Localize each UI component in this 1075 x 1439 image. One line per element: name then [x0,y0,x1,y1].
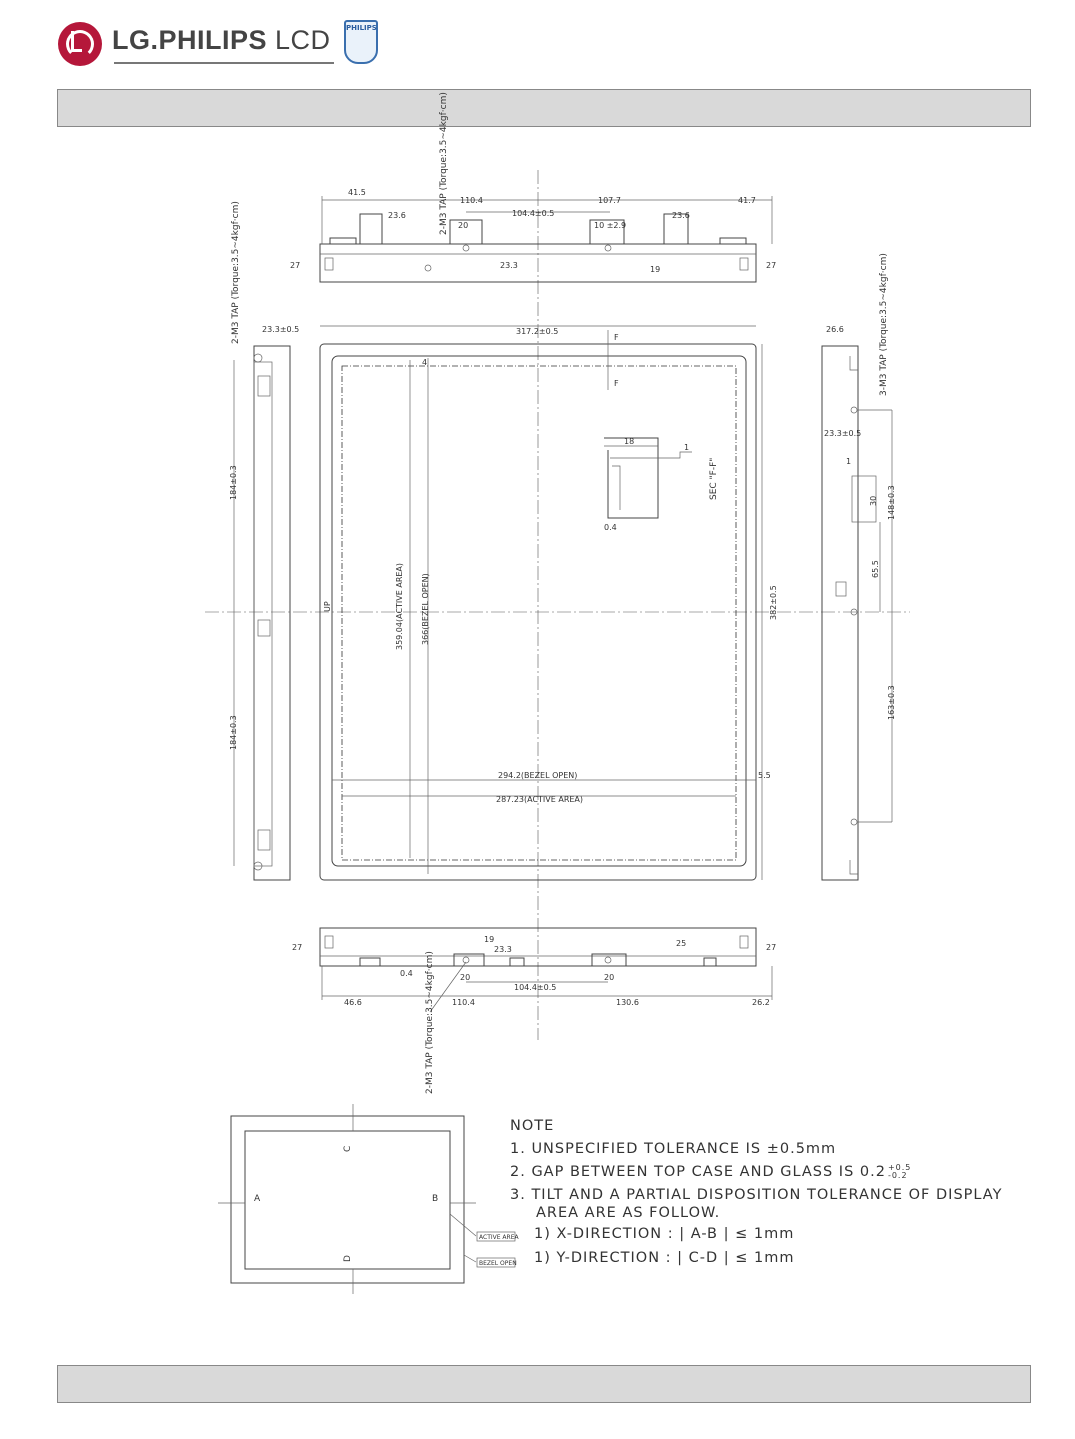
dim-bottom-3: 19 [484,935,494,944]
brand-name-suffix: LCD [267,25,331,55]
dim-top-13: 27 [766,261,776,270]
notes-title: NOTE [510,1118,555,1134]
right-view: 26.6 23.3±0.5 30 148±0.3 65.5 163±0.3 1 … [821,253,896,881]
dim-top-5: 104.4±0.5 [512,209,554,218]
active-area-label: ACTIVE AREA [479,1234,519,1241]
dim-bottom-1: 27 [292,943,302,952]
section-dim-3: 0.4 [604,523,617,532]
section-dim-2: 1 [684,443,689,452]
note-2: 2. GAP BETWEEN TOP CASE AND GLASS IS 0.2… [510,1161,1002,1184]
dim-top-2: 23.6 [388,211,406,220]
dim-front-7: 287.23(ACTIVE AREA) [496,795,583,804]
tap-note-right: 3-M3 TAP (Torque:3.5~4kgf·cm) [879,253,889,396]
bottom-view: 27 0.4 19 23.3 20 104.4±0.5 20 25 27 46.… [292,927,776,1094]
dim-front-6: 294.2(BEZEL OPEN) [498,771,577,780]
dim-bottom-11: 110.4 [452,998,475,1007]
tap-note-left: 2-M3 TAP (Torque:3.5~4kgf·cm) [231,201,241,344]
label-a: A [254,1194,261,1204]
dim-bottom-12: 130.6 [616,998,639,1007]
dim-right-3: 30 [869,496,878,506]
footer-bar [57,1365,1031,1403]
note-3-y: 1) Y-DIRECTION : | C-D | ≤ 1mm [534,1250,795,1266]
dim-front-1: 317.2±0.5 [516,327,558,336]
dim-top-12: 19 [650,265,660,274]
label-d: D [343,1255,353,1262]
dim-bottom-9: 27 [766,943,776,952]
philips-shield-icon: PHILIPS [344,20,378,64]
dim-front-3: 359.04(ACTIVE AREA) [395,563,404,650]
lg-logo-icon [58,22,102,66]
dim-bottom-10: 46.6 [344,998,362,1007]
note-3-x: 1) X-DIRECTION : | A-B | ≤ 1mm [534,1226,795,1242]
dim-right-1: 26.6 [826,325,844,334]
logo-underline [114,62,334,64]
dim-bottom-6: 104.4±0.5 [514,983,556,992]
dim-top-4: 20 [458,221,468,230]
dim-top-11: 23.3 [500,261,518,270]
header-bar [57,89,1031,127]
philips-shield-label: PHILIPS [346,24,377,32]
dim-front-2: 4 [422,358,427,367]
brand-name-main: LG.PHILIPS [112,25,268,55]
dim-right-2: 23.3±0.5 [824,429,861,438]
top-view: 41.5 23.6 110.4 20 104.4±0.5 107.7 10 ±2… [290,92,776,283]
section-detail: 18 1 0.4 SEC "F-F" F F [604,333,719,532]
dim-right-7: 1 [846,457,851,466]
dim-left-3: 184±0.3 [229,715,238,750]
dim-left-1: 23.3±0.5 [262,325,299,334]
label-b: B [432,1194,438,1204]
front-view: 317.2±0.5 4 359.04(ACTIVE AREA) 366(BEZE… [319,325,778,881]
dim-right-6: 163±0.3 [887,685,896,720]
section-dim-1: 18 [624,437,634,446]
dim-top-3: 110.4 [460,196,483,205]
dim-bottom-5: 20 [460,973,470,982]
dim-front-5: 382±0.5 [769,585,778,620]
notes-block: NOTE 1. UNSPECIFIED TOLERANCE IS ±0.5mm … [510,1115,1002,1270]
company-logo: LG.PHILIPS LCD PHILIPS [58,18,388,70]
dim-top-6: 107.7 [598,196,621,205]
dim-top-1: 41.5 [348,188,366,197]
note-2-text: 2. GAP BETWEEN TOP CASE AND GLASS IS 0.2 [510,1164,886,1180]
left-view: 23.3±0.5 184±0.3 184±0.3 2-M3 TAP (Torqu… [229,201,299,881]
brand-name: LG.PHILIPS LCD [112,25,331,56]
dim-bottom-4: 23.3 [494,945,512,954]
dim-bottom-13: 26.2 [752,998,770,1007]
section-title: SEC "F-F" [709,458,719,500]
dim-top-8: 23.6 [672,211,690,220]
note-2-sub: -0.2 [887,1171,908,1180]
note-3-line1: 3. TILT AND A PARTIAL DISPOSITION TOLERA… [510,1187,1003,1203]
dim-front-9: UP [323,601,332,612]
label-c: C [343,1146,353,1152]
dim-bottom-8: 25 [676,939,686,948]
tap-note-bottom: 2-M3 TAP (Torque:3.5~4kgf·cm) [425,951,435,1094]
bezel-open-label: BEZEL OPEN [479,1260,517,1267]
dim-right-5: 65.5 [871,560,880,578]
note-3-line2: AREA ARE AS FOLLOW. [536,1205,721,1221]
dim-front-4: 366(BEZEL OPEN) [421,573,430,645]
section-marker-bottom: F [614,379,619,388]
dim-front-8: 5.5 [758,771,771,780]
dim-right-4: 148±0.3 [887,485,896,520]
dim-top-7: 10 ±2.9 [594,221,626,230]
tolerance-detail: A B C D ACTIVE AREA BEZEL OPEN [218,1104,519,1294]
dim-left-2: 184±0.3 [229,465,238,500]
note-1: 1. UNSPECIFIED TOLERANCE IS ±0.5mm [510,1141,837,1157]
section-marker-top: F [614,333,619,342]
note-2-sup: +0.5 [887,1163,912,1172]
dim-top-10: 27 [290,261,300,270]
tap-note-top: 2-M3 TAP (Torque:3.5~4kgf·cm) [439,92,449,235]
dim-top-9: 41.7 [738,196,756,205]
dim-bottom-2: 0.4 [400,969,413,978]
dim-bottom-7: 20 [604,973,614,982]
